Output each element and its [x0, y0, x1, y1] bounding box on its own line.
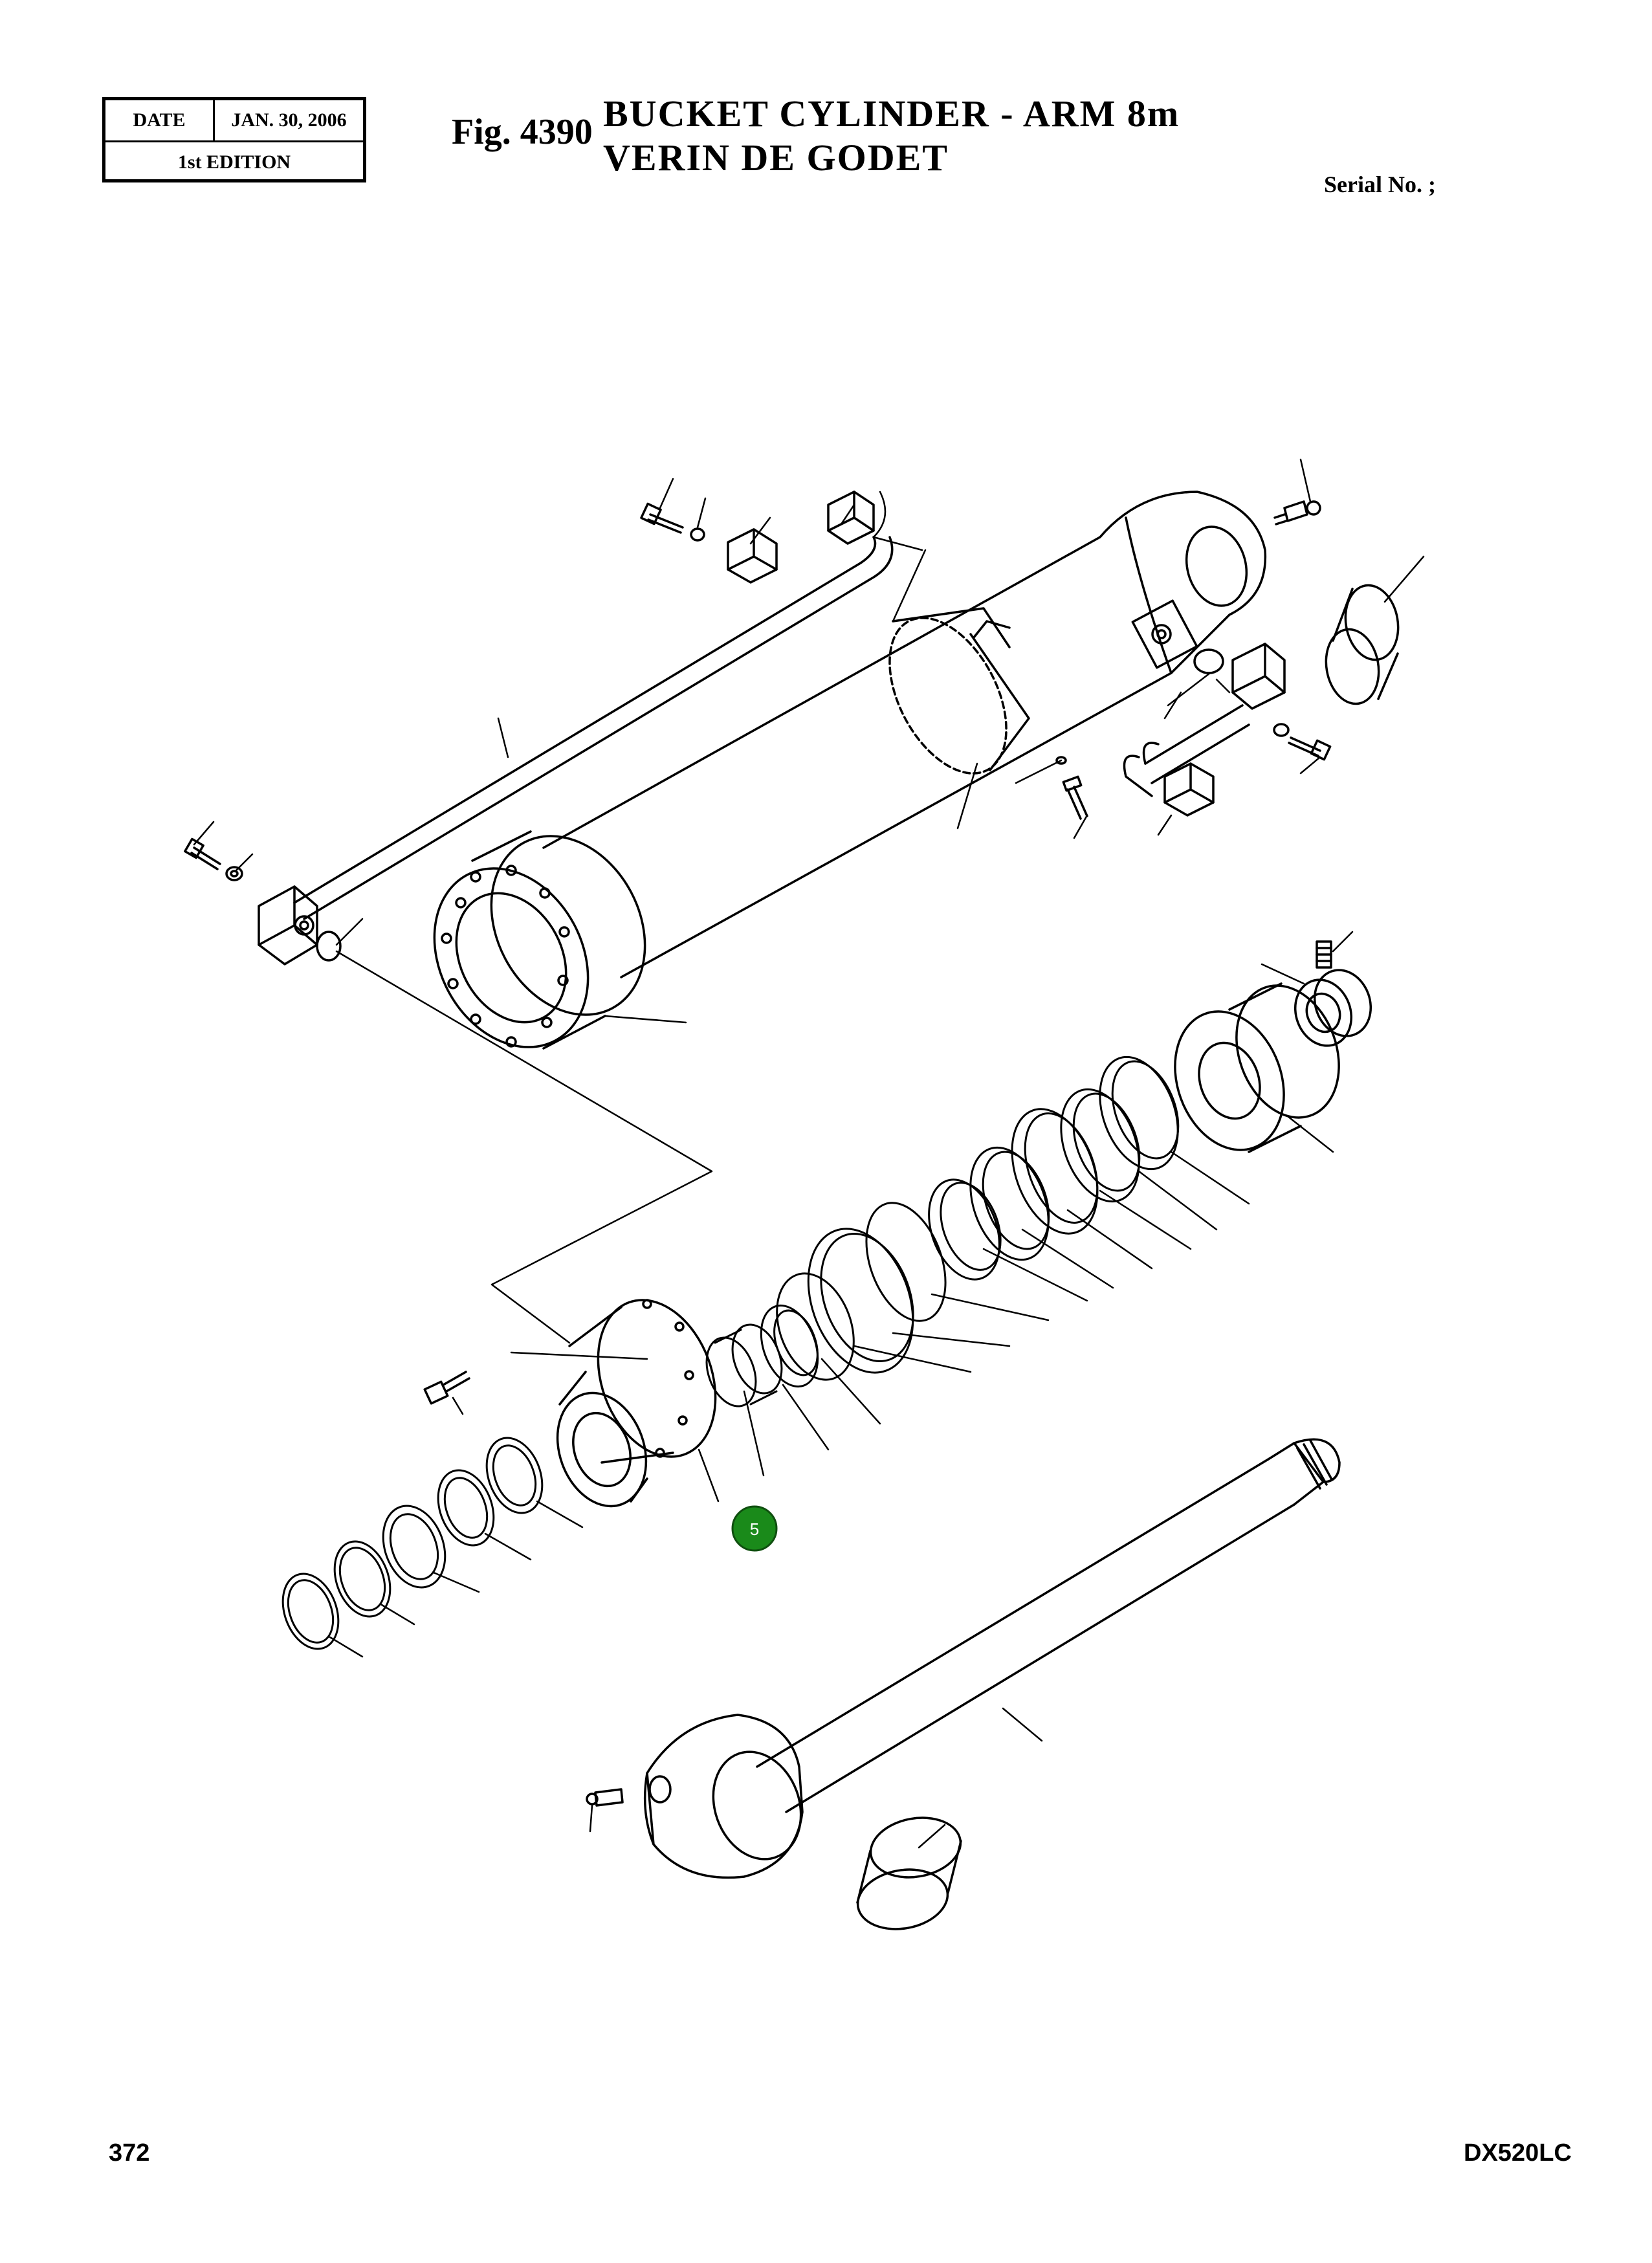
bushing-bottom [856, 1816, 962, 1930]
pipe-long [184, 491, 894, 966]
date-edition-box: DATE JAN. 30, 2006 1st EDITION [102, 97, 366, 182]
rod-cover [423, 1299, 717, 1508]
date-row: DATE JAN. 30, 2006 [105, 100, 363, 142]
serial-number-label: Serial No. ; [1324, 171, 1436, 197]
figure-title: BUCKET CYLINDER - ARM 8m VERIN DE GODET [603, 92, 1180, 180]
pipe-short [1055, 643, 1332, 820]
piston-rod [586, 1438, 1341, 1879]
bushing-top [1325, 584, 1400, 705]
title-english: BUCKET CYLINDER - ARM 8m [603, 93, 1180, 135]
figure-number: Fig. 4390 [452, 112, 593, 152]
seal-rings [705, 1055, 1180, 1407]
callout-5-label: 5 [750, 1519, 759, 1539]
date-value: JAN. 30, 2006 [231, 109, 347, 131]
edition-label: 1st EDITION [177, 151, 291, 173]
callout-5[interactable]: 5 [731, 1505, 778, 1552]
grease-fitting-top [1273, 500, 1321, 525]
date-label: DATE [105, 100, 215, 140]
title-french: VERIN DE GODET [603, 137, 949, 179]
model-name: DX520LC [1464, 2139, 1572, 2167]
leader-lines [193, 458, 1425, 1849]
page-number: 372 [109, 2139, 150, 2167]
rod-seals [281, 1437, 544, 1650]
piston-assembly [1174, 940, 1372, 1153]
cylinder-tube [433, 491, 1267, 1050]
